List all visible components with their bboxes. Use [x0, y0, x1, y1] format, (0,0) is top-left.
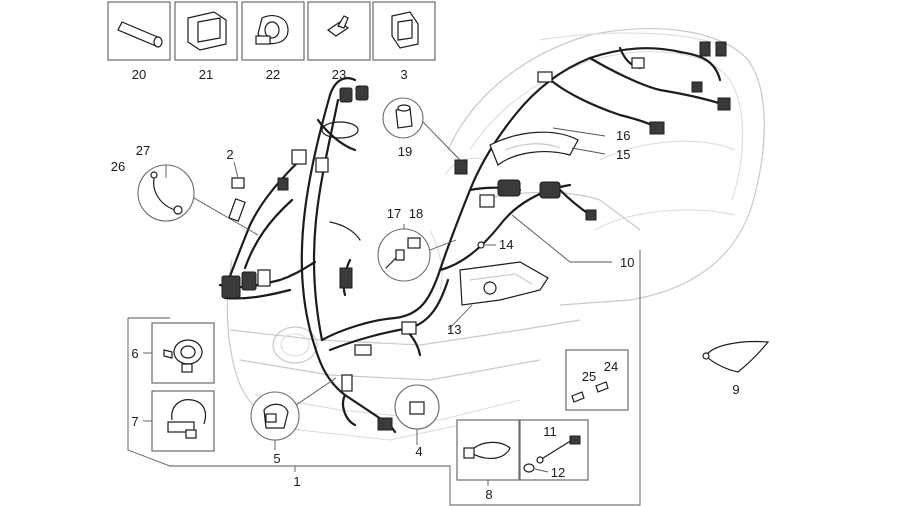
callout-16: 16: [616, 128, 630, 143]
callout-1: 1: [293, 474, 300, 489]
main-wiring-harness: [218, 41, 731, 434]
relay-callout: 19: [382, 97, 461, 161]
cable-guide-callout-4: 4: [394, 384, 440, 459]
loop-cable-9: 9: [702, 340, 770, 397]
fuse-callout: 17 18: [377, 206, 457, 282]
side-part-boxes: 6 7: [131, 322, 215, 452]
grommet-icon: [163, 339, 203, 373]
seat-bracket: 16 15: [489, 127, 630, 166]
leader-10: 10: [511, 214, 634, 270]
callout-10: 10: [620, 255, 634, 270]
cable-cover-icon: [187, 11, 227, 51]
cable-holder-icon: [391, 11, 419, 49]
callout-25: 25: [582, 369, 596, 384]
box-8: 8: [456, 419, 520, 502]
top-row-part-boxes: 20 21 22 23 3: [107, 1, 436, 82]
callout-13: 13: [447, 322, 461, 337]
callout-11: 11: [543, 424, 557, 439]
strap-clamp-icon: [167, 399, 207, 439]
box-24-25: 25 24: [565, 349, 629, 411]
callout-24: 24: [604, 359, 618, 374]
callout-12: 12: [551, 465, 565, 480]
callout-3: 3: [400, 67, 407, 82]
callout-20: 20: [132, 67, 146, 82]
screw-14: 14: [477, 237, 513, 252]
cable-clip-icon: [326, 15, 350, 37]
cable-clamp-icon: [255, 15, 289, 45]
callout-22: 22: [266, 67, 280, 82]
callout-19: 19: [398, 144, 412, 159]
callout-2: 2: [226, 147, 233, 162]
callout-27: 27: [136, 143, 150, 158]
callout-8: 8: [485, 487, 492, 502]
callout-26: 26: [111, 159, 125, 174]
callout-21: 21: [199, 67, 213, 82]
callout-17: 17: [387, 206, 401, 221]
ground-cable-callout: 27 26: [111, 143, 259, 236]
connector-2: 2: [226, 147, 245, 189]
callout-9: 9: [732, 382, 739, 397]
callout-18: 18: [409, 206, 423, 221]
scooter-body-outline: [226, 28, 765, 441]
horn-bracket: 13: [447, 261, 549, 337]
callout-6: 6: [131, 346, 138, 361]
callout-15: 15: [616, 147, 630, 162]
callout-7: 7: [131, 414, 138, 429]
callout-14: 14: [499, 237, 513, 252]
callout-5: 5: [273, 451, 280, 466]
box-11-12: 11 12: [519, 419, 589, 481]
clamp-callout-5: 5: [250, 377, 337, 466]
sleeve-tube-icon: [117, 21, 163, 48]
group-bracket-1: 1: [127, 250, 641, 506]
callout-4: 4: [415, 444, 422, 459]
